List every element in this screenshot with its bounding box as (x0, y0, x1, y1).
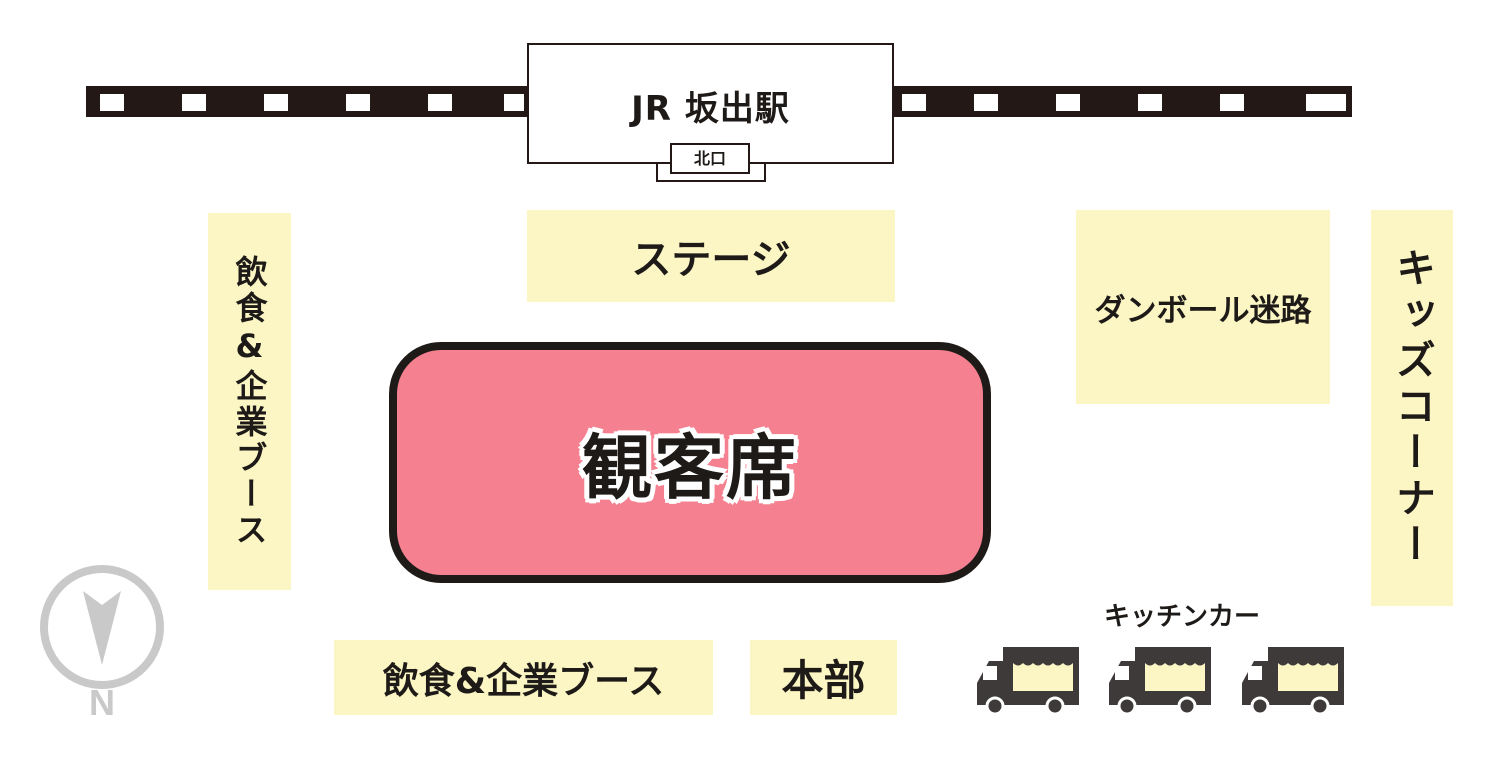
railway-track-right (894, 86, 1352, 117)
station-north-exit: 北口 (670, 143, 750, 174)
zone-audience-seating: 観客席 (389, 342, 991, 583)
zone-food-booth-left-label: 飲食&企業ブース (230, 254, 269, 549)
zone-food-booth-bottom: 飲食&企業ブース (334, 640, 713, 715)
zone-food-booth-left: 飲食&企業ブース (208, 213, 291, 590)
zone-kids-corner: キッズコーナー (1371, 210, 1453, 606)
food-truck-icon (977, 647, 1079, 715)
kitchen-car-label: キッチンカー (1104, 602, 1261, 632)
compass-north-label: N (89, 682, 115, 720)
zone-stage: ステージ (527, 210, 895, 302)
food-truck-icon (1242, 647, 1344, 715)
zone-audience-seating-label: 観客席 (582, 427, 798, 509)
zone-cardboard-maze-label: ダンボール迷路 (1094, 292, 1312, 329)
station-name: JR 坂出駅 (631, 89, 790, 129)
zone-stage-label: ステージ (631, 237, 791, 283)
railway-track-left (86, 86, 527, 117)
zone-headquarters: 本部 (750, 640, 897, 715)
compass-icon: N (40, 565, 164, 720)
zone-cardboard-maze: ダンボール迷路 (1076, 210, 1330, 404)
zone-food-booth-bottom-label: 飲食&企業ブース (382, 660, 665, 702)
zone-headquarters-label: 本部 (781, 656, 866, 705)
food-truck-icon (1109, 647, 1211, 715)
zone-kids-corner-label: キッズコーナー (1389, 247, 1435, 569)
